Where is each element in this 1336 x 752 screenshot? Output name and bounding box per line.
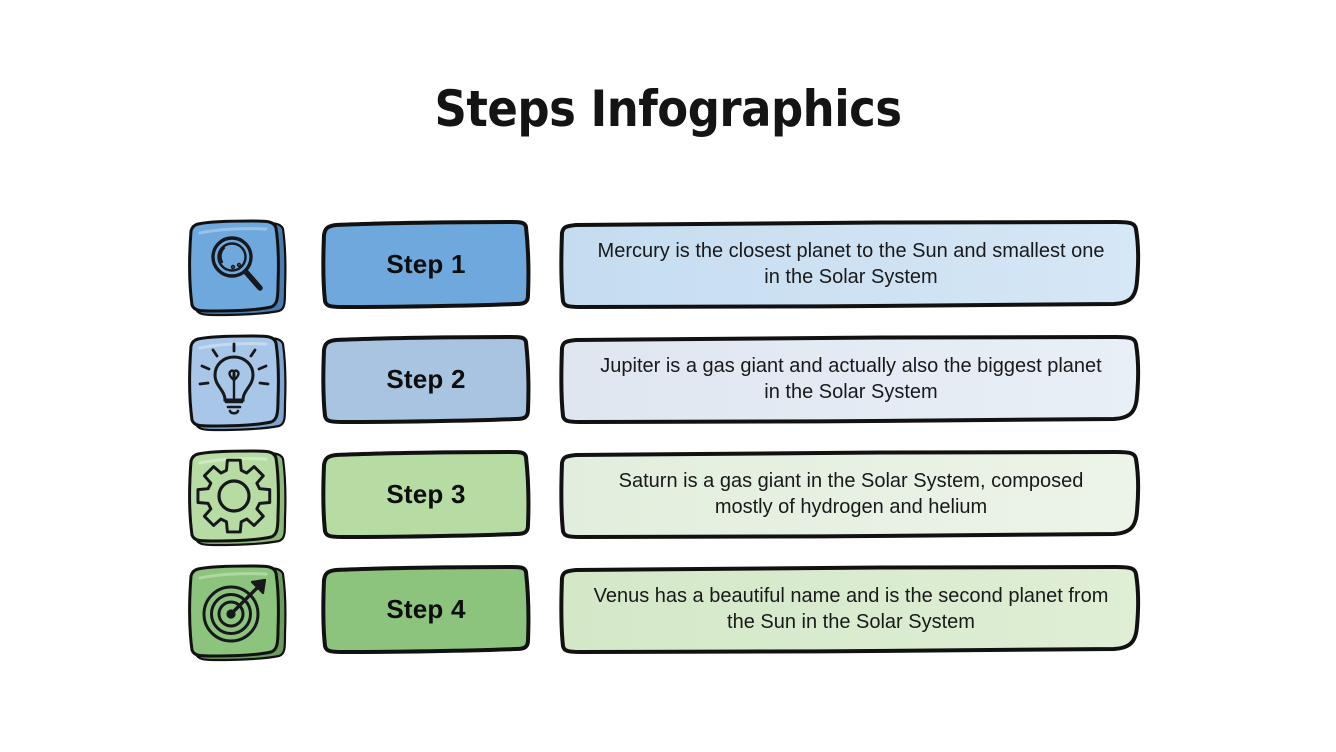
badge-face bbox=[188, 449, 280, 543]
description-box-shape bbox=[558, 219, 1144, 309]
icon-badge-3[interactable] bbox=[186, 445, 290, 547]
badge-highlight bbox=[198, 572, 268, 580]
badge-highlight bbox=[198, 227, 268, 235]
lightbulb-icon bbox=[198, 342, 270, 415]
target-icon bbox=[202, 578, 267, 643]
icon-badge-4[interactable] bbox=[186, 560, 290, 662]
step-row: Step 3 Saturn is a gas giant in th bbox=[0, 443, 1336, 558]
steps-list: Step 1 Mercury is the closest plan bbox=[0, 213, 1336, 673]
badge-highlight bbox=[198, 342, 268, 350]
magnifier-icon bbox=[211, 236, 263, 291]
description-text: Venus has a beautiful name and is the se… bbox=[593, 584, 1109, 633]
step-box-shape bbox=[320, 219, 532, 309]
step-box-shape bbox=[320, 449, 532, 539]
step-box-shape bbox=[320, 564, 532, 654]
step-row: Step 1 Mercury is the closest plan bbox=[0, 213, 1336, 328]
step-box-3[interactable]: Step 3 bbox=[320, 449, 532, 539]
description-box-shape bbox=[558, 449, 1144, 539]
step-row: Step 2 Jupiter is a gas giant and bbox=[0, 328, 1336, 443]
description-box-2[interactable]: Jupiter is a gas giant and actually also… bbox=[558, 334, 1144, 424]
icon-badge-1[interactable] bbox=[186, 215, 290, 317]
step-box-shape bbox=[320, 334, 532, 424]
step-label: Step 3 bbox=[386, 478, 466, 509]
gear-icon bbox=[196, 458, 272, 534]
step-row: Step 4 Venus has a beautiful name bbox=[0, 558, 1336, 673]
description-box-shape bbox=[558, 334, 1144, 424]
description-text: Jupiter is a gas giant and actually also… bbox=[600, 354, 1102, 403]
step-box-2[interactable]: Step 2 bbox=[320, 334, 532, 424]
step-label: Step 1 bbox=[386, 248, 466, 279]
step-box-4[interactable]: Step 4 bbox=[320, 564, 532, 654]
description-box-3[interactable]: Saturn is a gas giant in the Solar Syste… bbox=[558, 449, 1144, 539]
page-title: Steps Infographics bbox=[434, 80, 902, 138]
step-box-1[interactable]: Step 1 bbox=[320, 219, 532, 309]
description-text: Saturn is a gas giant in the Solar Syste… bbox=[618, 469, 1084, 518]
icon-badge-2[interactable] bbox=[186, 330, 290, 432]
step-label: Step 2 bbox=[386, 363, 466, 394]
description-box-1[interactable]: Mercury is the closest planet to the Sun… bbox=[558, 219, 1144, 309]
description-box-4[interactable]: Venus has a beautiful name and is the se… bbox=[558, 564, 1144, 654]
description-text: Mercury is the closest planet to the Sun… bbox=[597, 239, 1105, 288]
description-box-shape bbox=[558, 564, 1144, 654]
step-label: Step 4 bbox=[386, 593, 466, 624]
